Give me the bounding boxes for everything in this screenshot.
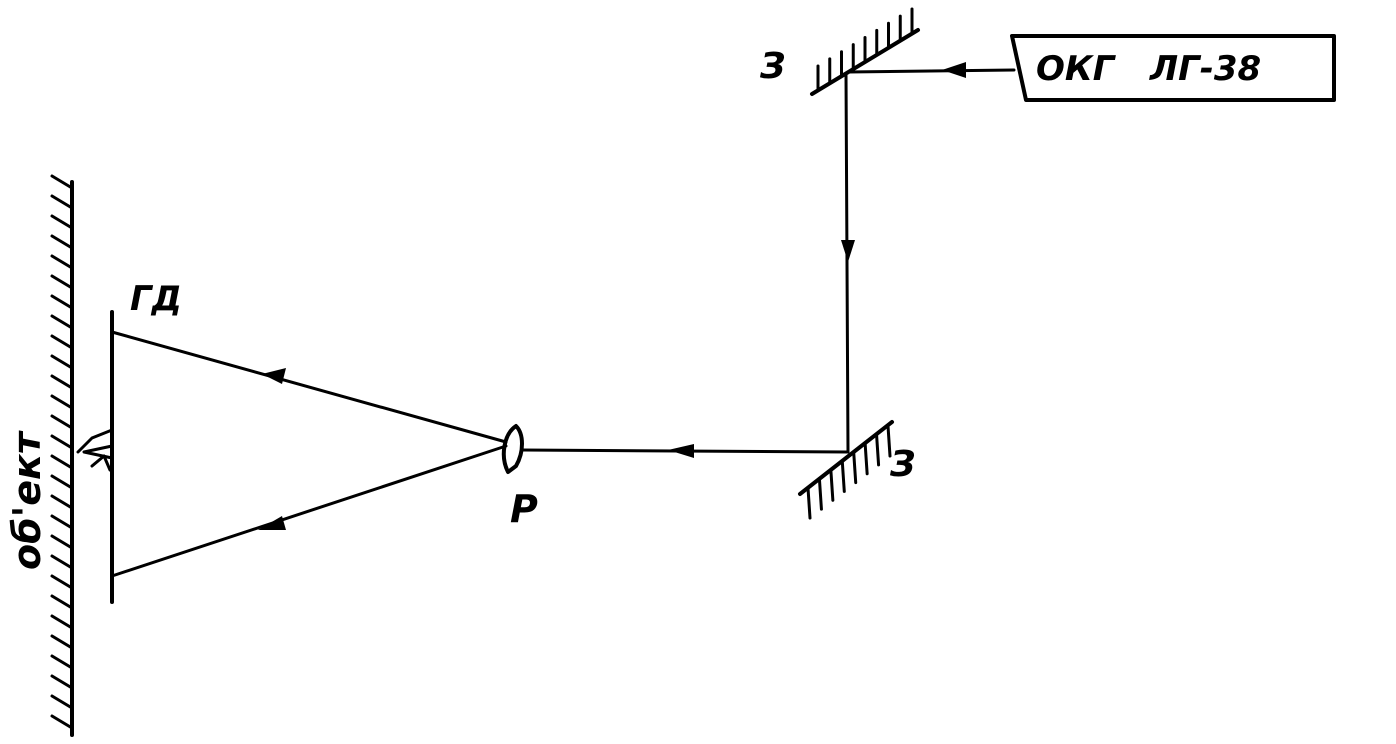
hatch-mark [50,554,74,570]
hatch-mark [50,374,74,390]
laser-beam-arrow [942,62,966,78]
mirror-top [810,7,920,96]
hatch-mark [840,459,846,493]
hatch-mark [50,514,74,530]
beam-arrow-upper [262,368,286,384]
object-label: об'ект [5,430,49,570]
hatch-mark [50,394,74,410]
hatch-mark [50,414,74,430]
hatch-mark [50,194,74,210]
horizontal-beam [520,444,850,458]
plate-object-arrows [76,428,114,472]
hatch-mark [50,214,74,230]
hatch-mark [50,234,74,250]
laser-box [1010,34,1336,102]
mirror-bottom [798,420,894,520]
hatch-mark [50,594,74,610]
hatch-mark [817,477,823,511]
hatch-mark [50,494,74,510]
hatch-mark [50,474,74,490]
hatch-mark [50,174,74,190]
hatch-mark [50,614,74,630]
hatch-mark [50,454,74,470]
hatch-mark [863,442,869,476]
hatch-mark [50,434,74,450]
hatch-mark [50,254,74,270]
hologram-plate-label: ГД [130,279,182,319]
hatch-mark [829,468,835,502]
hatch-mark [50,574,74,590]
hatch-mark [50,714,74,730]
hatch-mark [50,654,74,670]
lens-label: Р [510,487,538,531]
beam-arrow-lower [258,516,286,530]
diverging-beam [110,330,508,578]
hatch-mark [50,534,74,550]
hatch-mark [50,694,74,710]
hatch-mark [50,294,74,310]
laser-label: ОКГ ЛГ-38 [1036,49,1261,89]
object-surface [50,174,74,737]
hatch-mark [50,274,74,290]
horizontal-beam-arrow [668,444,694,458]
mirror-top-label: З [759,46,786,87]
hatch-mark [875,433,881,467]
hatch-mark [806,486,812,520]
hatch-mark [886,424,892,458]
hatch-mark [50,334,74,350]
lens [501,424,524,474]
hatch-mark [852,451,858,485]
vertical-beam-arrow [841,240,855,262]
hatch-mark [50,314,74,330]
laser-beam [846,62,1016,78]
hatch-mark [50,634,74,650]
mirror-bottom-label: З [889,444,916,485]
hatch-mark [50,354,74,370]
vertical-beam [841,72,855,454]
hatch-mark [50,674,74,690]
